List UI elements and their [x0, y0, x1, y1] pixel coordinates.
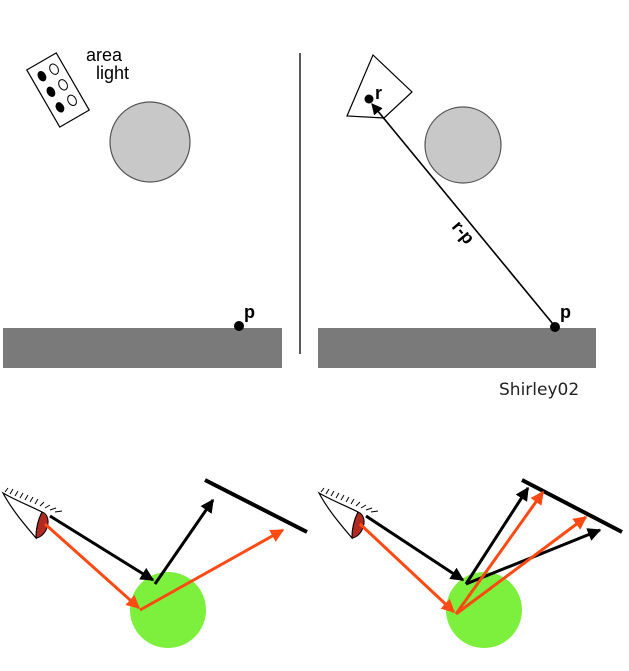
- orange-ray-sphere-to-surface-2: [455, 515, 588, 616]
- bottom-right-panel: [317, 478, 623, 648]
- floor: [318, 328, 596, 368]
- vector-label: r-p: [448, 217, 479, 248]
- green-sphere: [130, 572, 206, 648]
- occluder-sphere: [424, 106, 502, 184]
- bottom-left-panel: [1, 478, 308, 648]
- point-r-label: r: [375, 83, 382, 103]
- area-light-label-line1: area: [86, 45, 123, 65]
- black-ray-sphere-to-surface: [153, 498, 215, 585]
- reflector-surface: [521, 478, 623, 534]
- black-ray-eye-to-sphere: [49, 514, 155, 582]
- area-light: [25, 52, 91, 128]
- point-r: [364, 94, 374, 104]
- point-p-label: p: [560, 302, 571, 322]
- black-ray-eye-to-sphere: [365, 514, 465, 582]
- top-left-panel: area light p: [3, 45, 282, 368]
- floor: [3, 328, 282, 368]
- occluder-sphere: [109, 101, 191, 183]
- orange-ray-sphere-to-surface: [139, 528, 285, 612]
- eye-icon: [1, 487, 63, 540]
- orange-ray-eye-to-sphere: [358, 522, 456, 614]
- reflector-surface: [204, 478, 308, 534]
- point-p: [234, 321, 244, 331]
- credit-text: Shirley02: [499, 380, 580, 400]
- point-p-label: p: [244, 302, 255, 322]
- orange-ray-sphere-to-surface-1: [454, 490, 545, 615]
- point-p: [550, 322, 560, 332]
- top-right-panel: r r-p p: [318, 53, 596, 368]
- black-ray-sphere-to-surface-1: [464, 486, 530, 585]
- vector-r-minus-p: [371, 103, 554, 325]
- orange-ray-eye-to-sphere: [44, 522, 141, 610]
- area-light-label-line2: light: [96, 63, 129, 83]
- green-sphere: [446, 572, 522, 648]
- eye-icon: [317, 487, 379, 540]
